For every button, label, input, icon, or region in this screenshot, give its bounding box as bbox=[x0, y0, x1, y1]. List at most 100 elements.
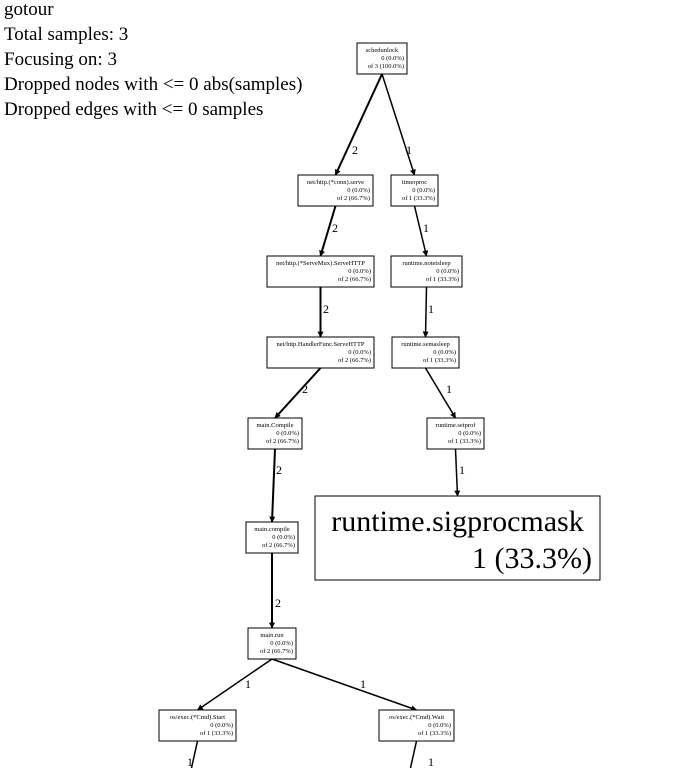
node-label: os/exec.(*Cmd).Wait bbox=[389, 714, 444, 721]
node-label: runtime.setprof bbox=[436, 422, 477, 429]
edge-line bbox=[413, 205, 429, 257]
node-label: net/http.(*conn).serve bbox=[307, 179, 364, 186]
edge-weight-label: 1 bbox=[459, 463, 465, 477]
node-label: of 1 (33.3%) bbox=[418, 730, 451, 737]
edge-weight-label: 2 bbox=[323, 302, 329, 316]
node-label: timerproc bbox=[402, 179, 427, 186]
node-label: 0 (0.0%) bbox=[436, 268, 459, 275]
edge-line bbox=[269, 448, 276, 523]
edge-cmd-wait-to-offscreen: 1 bbox=[409, 740, 434, 768]
edge-weight-label: 1 bbox=[428, 302, 434, 316]
edge-line bbox=[424, 367, 457, 419]
node-label: os/exec.(*Cmd).Start bbox=[170, 714, 225, 721]
node-box bbox=[391, 336, 460, 369]
node-label: 0 (0.0%) bbox=[272, 534, 295, 541]
edge-line bbox=[190, 740, 199, 768]
node-label: 0 (0.0%) bbox=[428, 722, 451, 729]
edge-line bbox=[422, 286, 429, 338]
node-box bbox=[247, 627, 297, 660]
node-label: 0 (0.0%) bbox=[210, 722, 233, 729]
edge-line bbox=[334, 73, 383, 176]
edge-weight-label: 1 bbox=[428, 755, 434, 768]
edge-weight-label: 2 bbox=[332, 221, 338, 235]
node-label: 0 (0.0%) bbox=[270, 640, 293, 647]
focusing-on: Focusing on: 3 bbox=[4, 49, 117, 70]
node-label: of 2 (66.7%) bbox=[338, 276, 371, 283]
node-label: runtime.notetsleep bbox=[402, 260, 450, 267]
edge-line bbox=[197, 658, 273, 711]
dropped-nodes: Dropped nodes with <= 0 abs(samples) bbox=[4, 74, 303, 95]
node-label: 0 (0.0%) bbox=[348, 349, 371, 356]
node-label: of 2 (66.7%) bbox=[337, 195, 370, 202]
edge-weight-label: 1 bbox=[187, 755, 193, 768]
node-label: runtime.sigprocmask bbox=[331, 505, 583, 538]
node-label: of 1 (33.3%) bbox=[200, 730, 233, 737]
edge-main-run-to-cmd-wait: 1 bbox=[271, 658, 418, 712]
node-label: main.run bbox=[260, 632, 284, 639]
node-label: of 1 (33.3%) bbox=[426, 276, 459, 283]
node-label: of 2 (66.7%) bbox=[260, 648, 293, 655]
profile-summary: gotour Total samples: 3 Focusing on: 3 D… bbox=[4, 0, 302, 122]
node-label: of 3 (100.0%) bbox=[368, 63, 404, 70]
node-box bbox=[390, 255, 463, 288]
edge-main-compile-to-main-run: 2 bbox=[269, 553, 281, 629]
total-samples: Total samples: 3 bbox=[4, 24, 129, 45]
edge-main-run-to-cmd-start: 1 bbox=[197, 658, 273, 711]
node-box bbox=[390, 174, 439, 207]
node-label: main.Compile bbox=[256, 422, 293, 429]
node-box bbox=[356, 42, 408, 75]
node-box bbox=[158, 709, 237, 742]
node-label: of 1 (33.3%) bbox=[448, 438, 481, 445]
node-label: runtime.semasleep bbox=[401, 341, 450, 348]
node-label: main.compile bbox=[254, 526, 290, 533]
edge-handlerfunc-to-main-Compile: 2 bbox=[274, 367, 322, 419]
edge-line bbox=[454, 448, 461, 497]
edge-cmd-start-to-offscreen: 1 bbox=[187, 740, 199, 768]
node-label: of 2 (66.7%) bbox=[266, 438, 299, 445]
node-label: of 2 (66.7%) bbox=[338, 357, 371, 364]
node-label: 0 (0.0%) bbox=[381, 55, 404, 62]
node-box bbox=[297, 174, 374, 207]
node-label: 0 (0.0%) bbox=[276, 430, 299, 437]
node-label: 0 (0.0%) bbox=[348, 268, 371, 275]
edge-line bbox=[409, 740, 418, 768]
node-label: 0 (0.0%) bbox=[458, 430, 481, 437]
edge-weight-label: 2 bbox=[275, 596, 281, 610]
node-box bbox=[266, 336, 375, 369]
node-box bbox=[378, 709, 455, 742]
edge-line bbox=[381, 73, 416, 176]
node-label: net/http.(*ServeMux).ServeHTTP bbox=[276, 260, 365, 267]
node-box bbox=[314, 495, 601, 581]
edge-weight-label: 1 bbox=[360, 677, 366, 691]
program-name: gotour bbox=[4, 0, 54, 20]
dropped-edges: Dropped edges with <= 0 samples bbox=[4, 99, 264, 120]
edge-line bbox=[319, 205, 337, 257]
edge-conn-serve-to-servemux: 2 bbox=[319, 205, 338, 257]
node-box bbox=[266, 255, 375, 288]
edge-weight-label: 1 bbox=[423, 221, 429, 235]
node-label: 0 (0.0%) bbox=[347, 187, 370, 194]
node-label: of 1 (33.3%) bbox=[402, 195, 435, 202]
node-label: 0 (0.0%) bbox=[433, 349, 456, 356]
node-box bbox=[245, 521, 299, 554]
edge-weight-label: 1 bbox=[406, 143, 412, 157]
node-box bbox=[426, 417, 485, 450]
edge-weight-label: 1 bbox=[446, 382, 452, 396]
edge-servemux-to-handlerfunc: 2 bbox=[317, 287, 329, 338]
edge-notetsleep-to-semasleep: 1 bbox=[422, 286, 434, 338]
edge-schedunlock-to-timerproc: 1 bbox=[381, 73, 416, 176]
node-label: net/http.HandlerFunc.ServeHTTP bbox=[276, 341, 364, 348]
